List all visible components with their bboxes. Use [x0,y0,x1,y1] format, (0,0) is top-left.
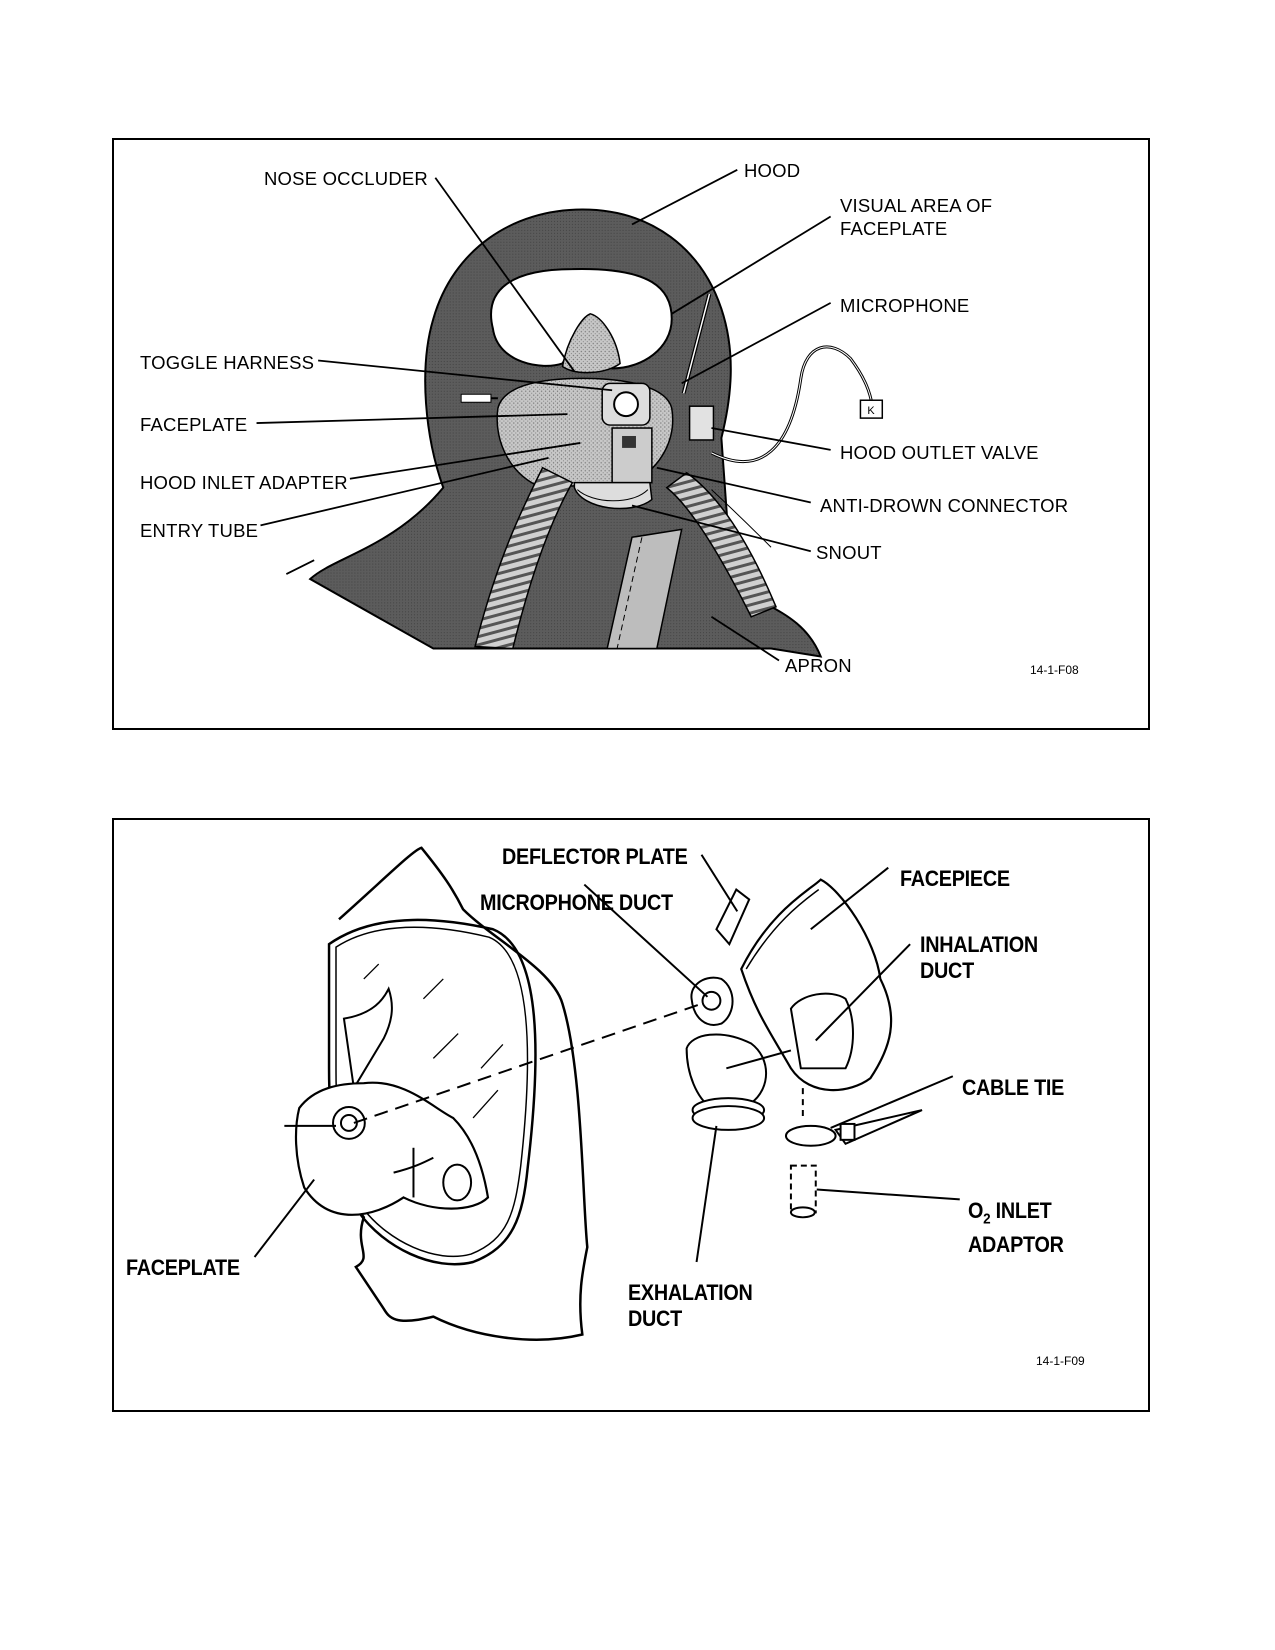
label-hood: HOOD [744,160,801,181]
apron-stripe [606,528,683,650]
label-exhalation-duct: EXHALATION DUCT [628,1280,753,1332]
label-faceplate: FACEPLATE [140,414,248,435]
figure-id: 14-1-F08 [1030,663,1079,677]
snout-shape [573,481,653,510]
label-hood-outlet-valve: HOOD OUTLET VALVE [840,442,1039,463]
label-microphone: MICROPHONE [840,295,970,316]
label-snout: SNOUT [816,542,882,563]
label-nose-occluder: NOSE OCCLUDER [264,168,428,189]
label-cable-tie: CABLE TIE [962,1075,1065,1100]
label-inhalation-line1: INHALATION [920,932,1038,957]
label-o2-inlet-adaptor: O2 INLET ADAPTOR [968,1198,1064,1258]
outlet-hose [665,471,777,618]
leader-lines [253,854,960,1263]
label-microphone-duct: MICROPHONE DUCT [480,890,673,915]
label-apron: APRON [785,655,852,676]
label-facepiece: FACEPIECE [900,866,1010,891]
leader-lines [256,169,832,662]
hood-outlet-valve-shape [688,405,715,441]
figure-1-panel: K NOSE OCCLUDER HOOD VISUAL AREA OF FACE… [112,138,1150,730]
o2-inlet-adaptor-shape [789,1164,817,1214]
label-anti-drown-connector: ANTI-DROWN CONNECTOR [820,495,1069,516]
label-entry-tube: ENTRY TUBE [140,520,259,541]
label-inhalation-duct: INHALATION DUCT [920,932,1038,984]
label-visual-area-line1: VISUAL AREA OF [840,195,993,216]
visual-area-window [490,268,673,370]
figure-2-panel: DEFLECTOR PLATE MICROPHONE DUCT FACEPIEC… [112,818,1150,1412]
deflector-plate-shape [715,888,751,946]
inlet-hose [474,466,574,650]
label-o2-subscript: 2 [983,1210,991,1228]
cable-tie-shape [784,1124,837,1147]
exploded-mask-illustration [253,846,960,1341]
label-inhalation-line2: DUCT [920,958,974,983]
label-exhalation-line1: EXHALATION [628,1280,753,1305]
figure-id-2: 14-1-F09 [1036,1354,1085,1368]
nose-shape [342,986,393,1092]
label-toggle-harness: TOGGLE HARNESS [140,352,315,373]
label-faceplate-2: FACEPLATE [126,1255,240,1280]
nose-occluder-shape [561,313,621,374]
label-exhalation-line2: DUCT [628,1306,682,1331]
label-hood-inlet-adapter: HOOD INLET ADAPTER [140,472,348,493]
label-o2-line2: ADAPTOR [968,1232,1064,1258]
hood-assembly-illustration: K [256,169,884,662]
label-deflector-plate: DEFLECTOR PLATE [502,844,688,869]
exhalation-duct-shape [685,1033,767,1110]
svg-text:K: K [867,405,875,417]
label-visual-area-line2: FACEPLATE [840,218,948,239]
label-o2-line1-rest: INLET [990,1198,1052,1223]
alignment-line [353,1002,702,1124]
label-o2-prefix: O [968,1198,984,1223]
inhalation-duct-shape [789,992,854,1070]
